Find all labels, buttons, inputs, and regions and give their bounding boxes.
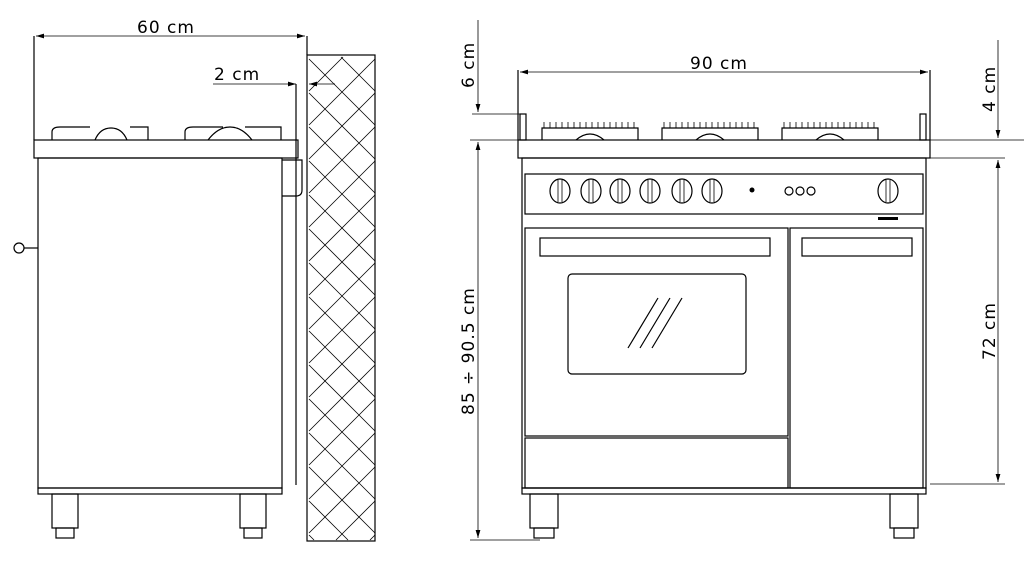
brand-logo xyxy=(878,217,898,220)
knob-2[interactable] xyxy=(580,178,602,204)
body-height-label: 72 cm xyxy=(980,302,1000,360)
front-width-label: 90 cm xyxy=(690,54,748,74)
storage-drawer[interactable] xyxy=(524,437,789,489)
knob-3[interactable] xyxy=(609,178,631,204)
second-oven-door[interactable] xyxy=(789,227,924,489)
second-oven-handle[interactable] xyxy=(801,237,913,257)
side-view: 60 cm 2 cm xyxy=(13,18,376,542)
indicator-light xyxy=(749,187,755,193)
oven-window xyxy=(567,273,747,375)
control-knobs[interactable] xyxy=(549,178,899,204)
knob-5[interactable] xyxy=(671,178,693,204)
gap-label: 2 cm xyxy=(214,65,260,85)
burner-3 xyxy=(781,122,879,141)
top-thickness-label: 4 cm xyxy=(980,66,1000,112)
burner-1 xyxy=(541,122,639,141)
splash-label: 6 cm xyxy=(459,42,479,88)
knob-7[interactable] xyxy=(877,178,899,204)
knob-6[interactable] xyxy=(701,178,723,204)
main-oven-door[interactable] xyxy=(524,227,789,437)
wall-hatch xyxy=(308,56,376,541)
front-view: 90 cm 6 cm 4 cm 85 ÷ 90.5 cm 72 cm xyxy=(459,20,1024,541)
knob-1[interactable] xyxy=(549,178,571,204)
side-width-label: 60 cm xyxy=(137,18,195,38)
knob-4[interactable] xyxy=(639,178,661,204)
main-oven-handle[interactable] xyxy=(539,237,771,257)
burner-2 xyxy=(661,122,759,141)
height-label: 85 ÷ 90.5 cm xyxy=(459,287,479,415)
burners xyxy=(541,122,879,141)
